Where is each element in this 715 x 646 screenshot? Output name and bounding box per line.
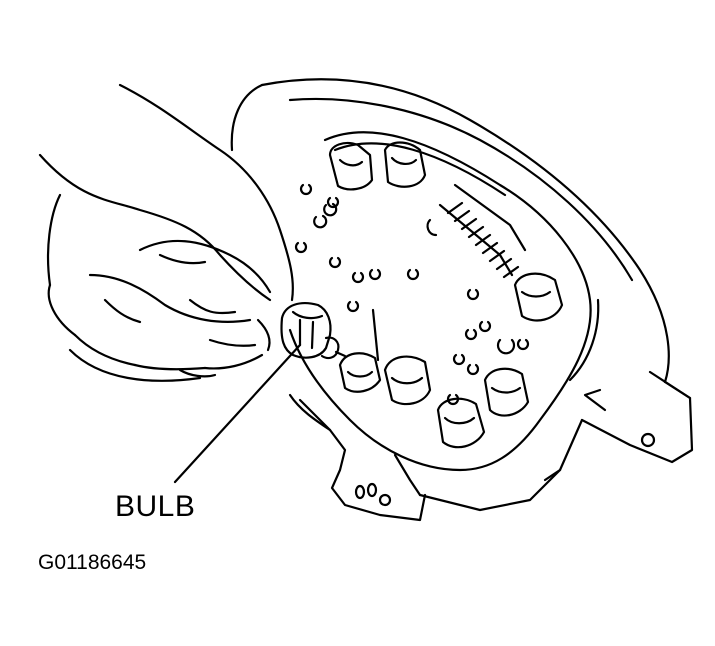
figure-id: G01186645 [38,551,147,574]
bulb-socket [515,274,562,321]
bulb-socket [385,357,430,404]
leader-lines [175,310,378,482]
bulb-socket [438,399,484,447]
cluster-housing [232,79,692,520]
bulb-socket [485,369,528,416]
bulb-callout-label: BULB [115,490,196,523]
bulb-holes [296,185,528,404]
hand [40,85,293,381]
circuit-board [290,132,598,470]
bulb-socket [385,143,425,187]
bulb-socket [340,353,380,391]
bulb [281,303,345,358]
bulb-socket [330,143,372,189]
